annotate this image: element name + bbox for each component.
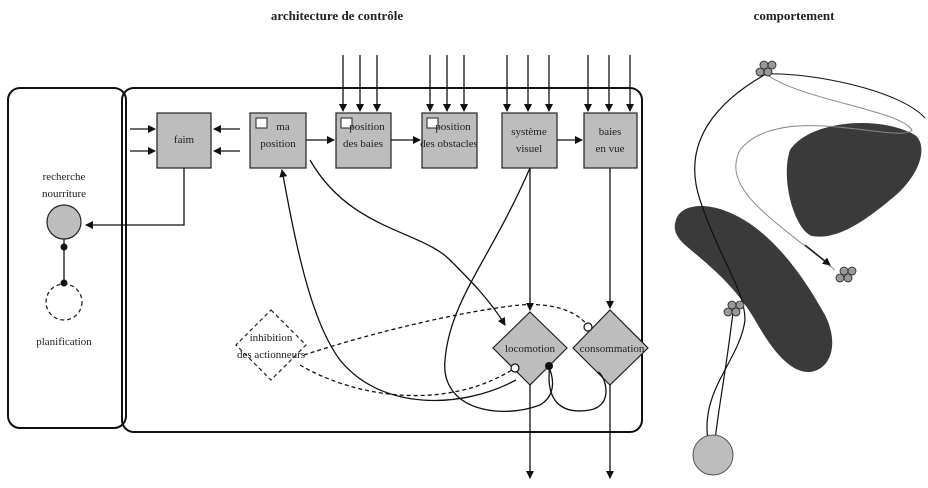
systeme-visuel-label-1: système (511, 126, 547, 138)
trajectory-main (694, 73, 767, 441)
faim-label: faim (174, 134, 195, 146)
inhibition-link-upper (303, 303, 589, 356)
systeme-visuel-label-2: visuel (516, 143, 542, 155)
inhibit-node-open-2 (510, 363, 520, 373)
trajectory-start (713, 311, 734, 453)
planification-node (45, 283, 83, 321)
position-baies-label-1: position (349, 121, 385, 133)
title-comportement: comportement (754, 8, 836, 23)
recherche-node (46, 204, 82, 240)
berry-cluster-left (723, 300, 745, 317)
recherche-label-1: recherche (43, 171, 86, 183)
position-obstacles-label-1: position (435, 121, 471, 133)
inhibit-node-filled (545, 362, 553, 370)
ma-position-to-locomotion (309, 159, 506, 326)
ma-position-label-2: position (260, 138, 296, 150)
position-obstacles-checkbox-icon (426, 117, 439, 129)
link-dot-top (60, 243, 68, 251)
ma-position-module (249, 112, 307, 169)
motivation-panel (7, 87, 127, 429)
baies-en-vue-label-1: baies (599, 126, 622, 138)
obstacle-right (786, 123, 922, 237)
inhibition-label-2: des actionneurs (237, 349, 305, 361)
planification-label: planification (36, 336, 92, 348)
link-dot-bottom (60, 279, 68, 287)
baies-en-vue-label-2: en vue (595, 143, 624, 155)
locomotion-label: locomotion (505, 343, 556, 355)
faim-to-recherche (85, 168, 185, 229)
visuel-loop (444, 167, 554, 412)
systeme-visuel-module (501, 112, 558, 169)
behaviour-map (674, 60, 926, 476)
position-baies-checkbox-icon (340, 117, 353, 129)
locomotion-to-ma-position (279, 169, 517, 402)
inhibition-diamond (235, 309, 307, 381)
start-location (692, 434, 734, 476)
baies-en-vue-module (583, 112, 638, 169)
trajectory-arrow (804, 244, 831, 266)
position-baies-label-2: des baies (343, 138, 383, 150)
position-obstacles-label-2: des obstacles (420, 138, 478, 150)
recherche-label-2: nourriture (42, 188, 86, 200)
inhibit-node-open (583, 322, 593, 332)
inhibition-link-lower (299, 364, 516, 397)
ma-position-checkbox-icon (255, 117, 268, 129)
loco-cons-link (548, 364, 607, 412)
ma-position-label-1: ma (276, 121, 290, 133)
trajectory-branch (735, 73, 913, 271)
berry-cluster-top (755, 60, 777, 77)
title-architecture: architecture de contrôle (271, 8, 404, 23)
trajectory-top (765, 73, 926, 119)
control-panel (121, 87, 643, 433)
obstacle-left (674, 205, 833, 373)
berry-cluster-mid (835, 266, 857, 283)
faim-module (156, 112, 212, 169)
consommation-label: consommation (580, 343, 645, 355)
inhibition-label-1: inhibition (250, 332, 293, 344)
sensor-inputs (339, 55, 634, 112)
